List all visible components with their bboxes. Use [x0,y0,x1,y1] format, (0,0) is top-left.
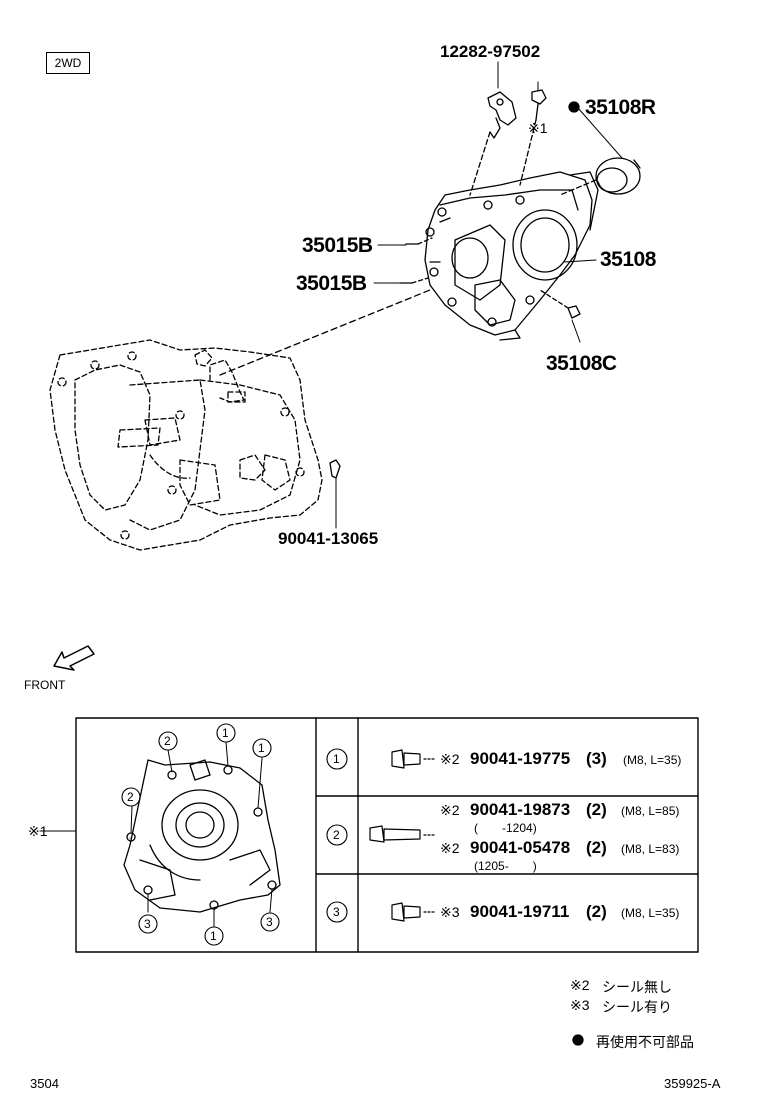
row3-note: ※3 [440,904,460,920]
row1-note: ※2 [440,751,460,767]
table-ref-label: ※1 [28,823,48,839]
legend-mark-x3: ※3 [570,997,590,1013]
callout-number: 3 [266,915,273,929]
mini-housing-drawing [123,741,281,927]
non-reusable-marker-icon [568,101,580,113]
transmission-case-drawing [49,339,323,551]
part-label-35108c: 35108C [546,352,617,375]
legend-text-non-reusable: 再使用不可部品 [596,1034,694,1050]
callout-number: 2 [127,790,134,804]
row2b-spec: (M8, L=83) [621,842,680,856]
part-label-35108r: 35108R [585,96,656,119]
row1-part-number: 90041-19775 [470,749,571,768]
part-label-90041-13065: 90041-13065 [278,529,379,548]
row1-qty: (3) [586,749,607,768]
row1-spec: (M8, L=35) [623,753,682,767]
legend-text-with-seal: シール有り [602,999,672,1015]
row3-qty: (2) [586,902,607,921]
row2b-qty: (2) [586,838,607,857]
row3-part-number: 90041-19711 [470,902,570,921]
stud-drawing [329,459,341,479]
bolt-icons [369,749,437,922]
part-label-35015b-lower: 35015B [296,272,367,295]
row3-circle-number: 3 [333,905,340,919]
row2a-range: ( -1204) [474,821,537,835]
part-label-35015b-upper: 35015B [302,234,373,257]
row1-circle-number: 1 [333,752,340,766]
callout-number: 2 [164,734,171,748]
footer-illustration-code: 359925-A [664,1076,721,1091]
oil-seal-drawing [595,157,641,195]
non-reusable-bullet-icon [572,1034,584,1046]
front-arrow-icon [53,645,95,671]
row2-circle-number: 2 [333,828,340,842]
row-circles [326,748,348,923]
bolt-table-frame [75,717,699,953]
drive-type-tag: 2WD [46,52,90,74]
callout-number: 1 [258,741,265,755]
row2a-part-number: 90041-19873 [470,800,571,819]
callout-number: 1 [222,726,229,740]
row2a-note: ※2 [440,802,460,818]
bolt-35108c-drawing [567,305,581,319]
row2a-spec: (M8, L=85) [621,804,680,818]
row2a-qty: (2) [586,800,607,819]
part-label-35108: 35108 [600,248,656,271]
callout-number: 1 [210,929,217,943]
note-x1-label: ※1 [528,120,548,136]
front-label: FRONT [24,678,66,692]
legend-text-no-seal: シール無し [602,979,672,995]
footer-page-code: 3504 [30,1076,59,1091]
part-label-12282-97502: 12282-97502 [440,42,541,61]
row3-spec: (M8, L=35) [621,906,680,920]
bolt-x1-drawing [531,89,547,121]
bracket-drawing [487,91,517,139]
callout-number: 3 [144,917,151,931]
row2b-note: ※2 [440,840,460,856]
legend-mark-x2: ※2 [570,977,590,993]
callout-circles [121,723,280,946]
extension-housing-drawing [424,171,599,341]
row2b-range: (1205- ) [474,859,537,873]
leader-case-to-cover [219,289,431,376]
row2b-part-number: 90041-05478 [470,838,571,857]
